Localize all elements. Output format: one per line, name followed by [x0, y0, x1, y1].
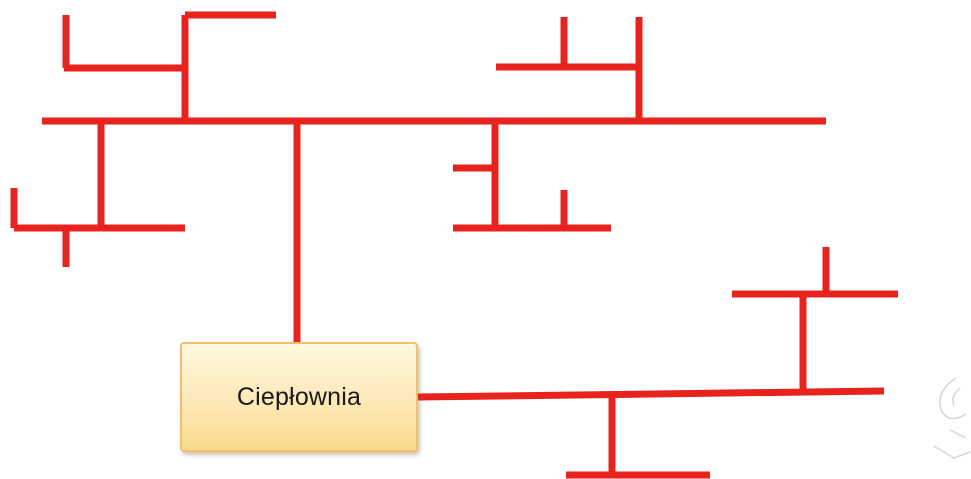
lower-trunk-pipe — [417, 387, 885, 401]
heating-plant-label: Ciepłownia — [236, 382, 362, 411]
heating-plant-box: Ciepłownia — [180, 342, 418, 452]
